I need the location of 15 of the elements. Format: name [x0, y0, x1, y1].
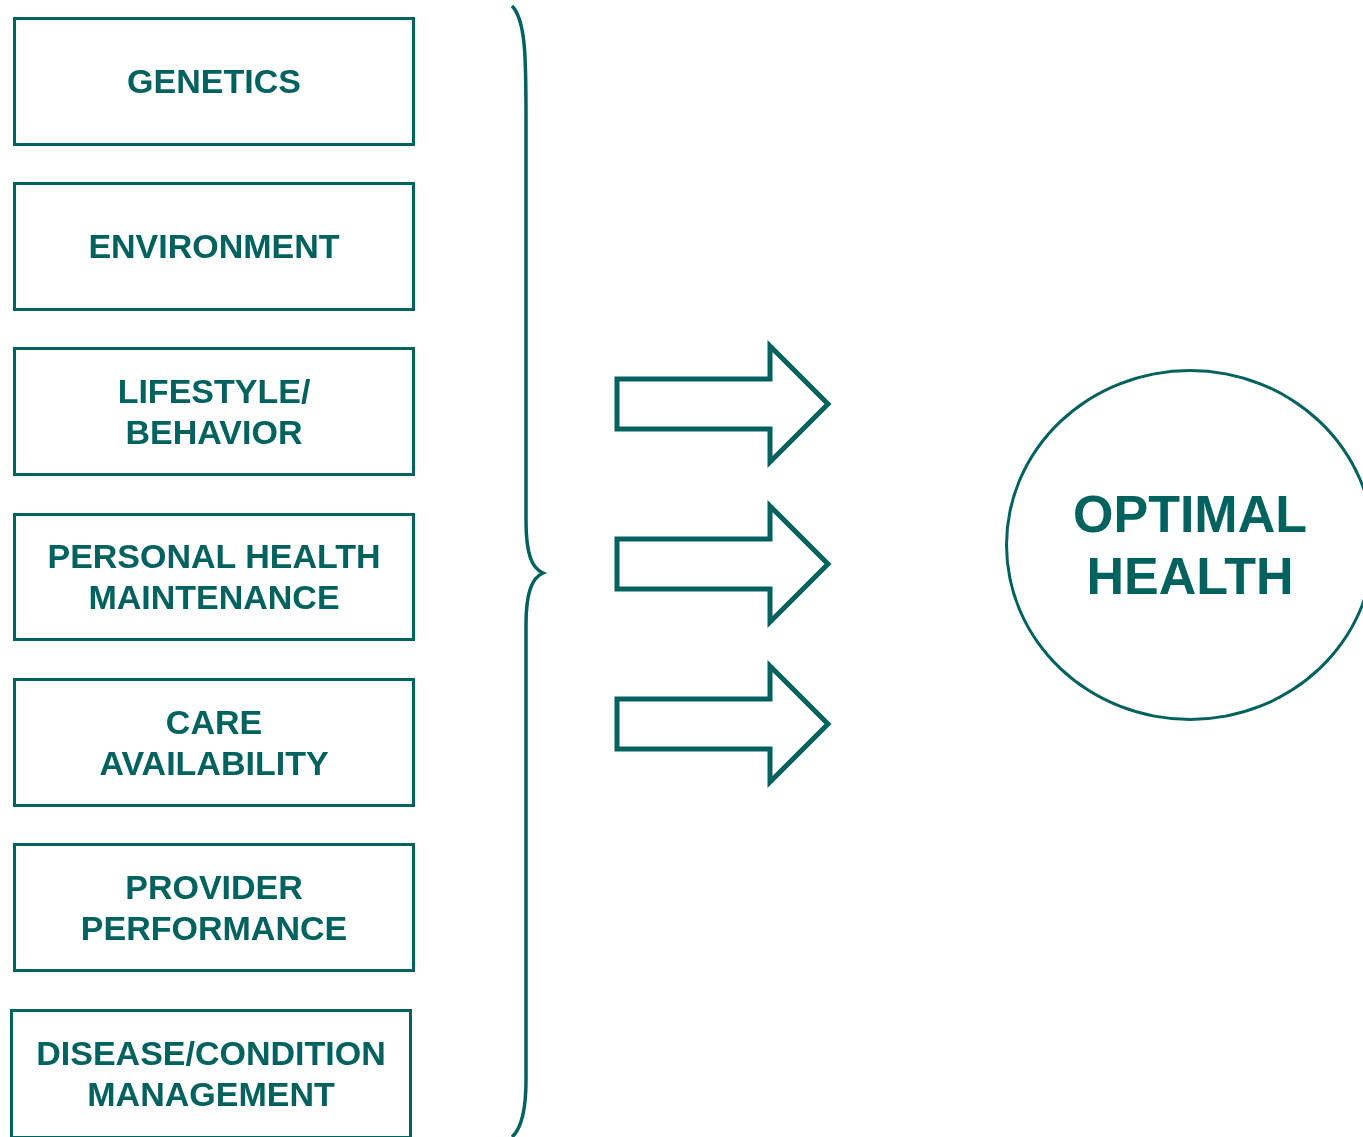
factor-label: PROVIDER PERFORMANCE [79, 866, 349, 949]
factor-box [10, 1009, 412, 1137]
factor-label: CARE AVAILABILITY [98, 701, 330, 784]
factor-box [13, 678, 415, 807]
factor-label: ENVIRONMENT [88, 226, 340, 267]
factor-box [13, 843, 415, 972]
factor-label: LIFESTYLE/ BEHAVIOR [116, 370, 312, 453]
factor-box [13, 513, 415, 641]
factor-box [13, 347, 415, 476]
factor-box [13, 17, 415, 146]
factor-label: GENETICS [127, 61, 301, 102]
factor-label: PERSONAL HEALTH MAINTENANCE [46, 536, 382, 618]
outcome-label: OPTIMAL HEALTH [1072, 483, 1308, 607]
factor-label: DISEASE/CONDITION MANAGEMENT [35, 1033, 387, 1115]
factor-box [13, 182, 415, 311]
